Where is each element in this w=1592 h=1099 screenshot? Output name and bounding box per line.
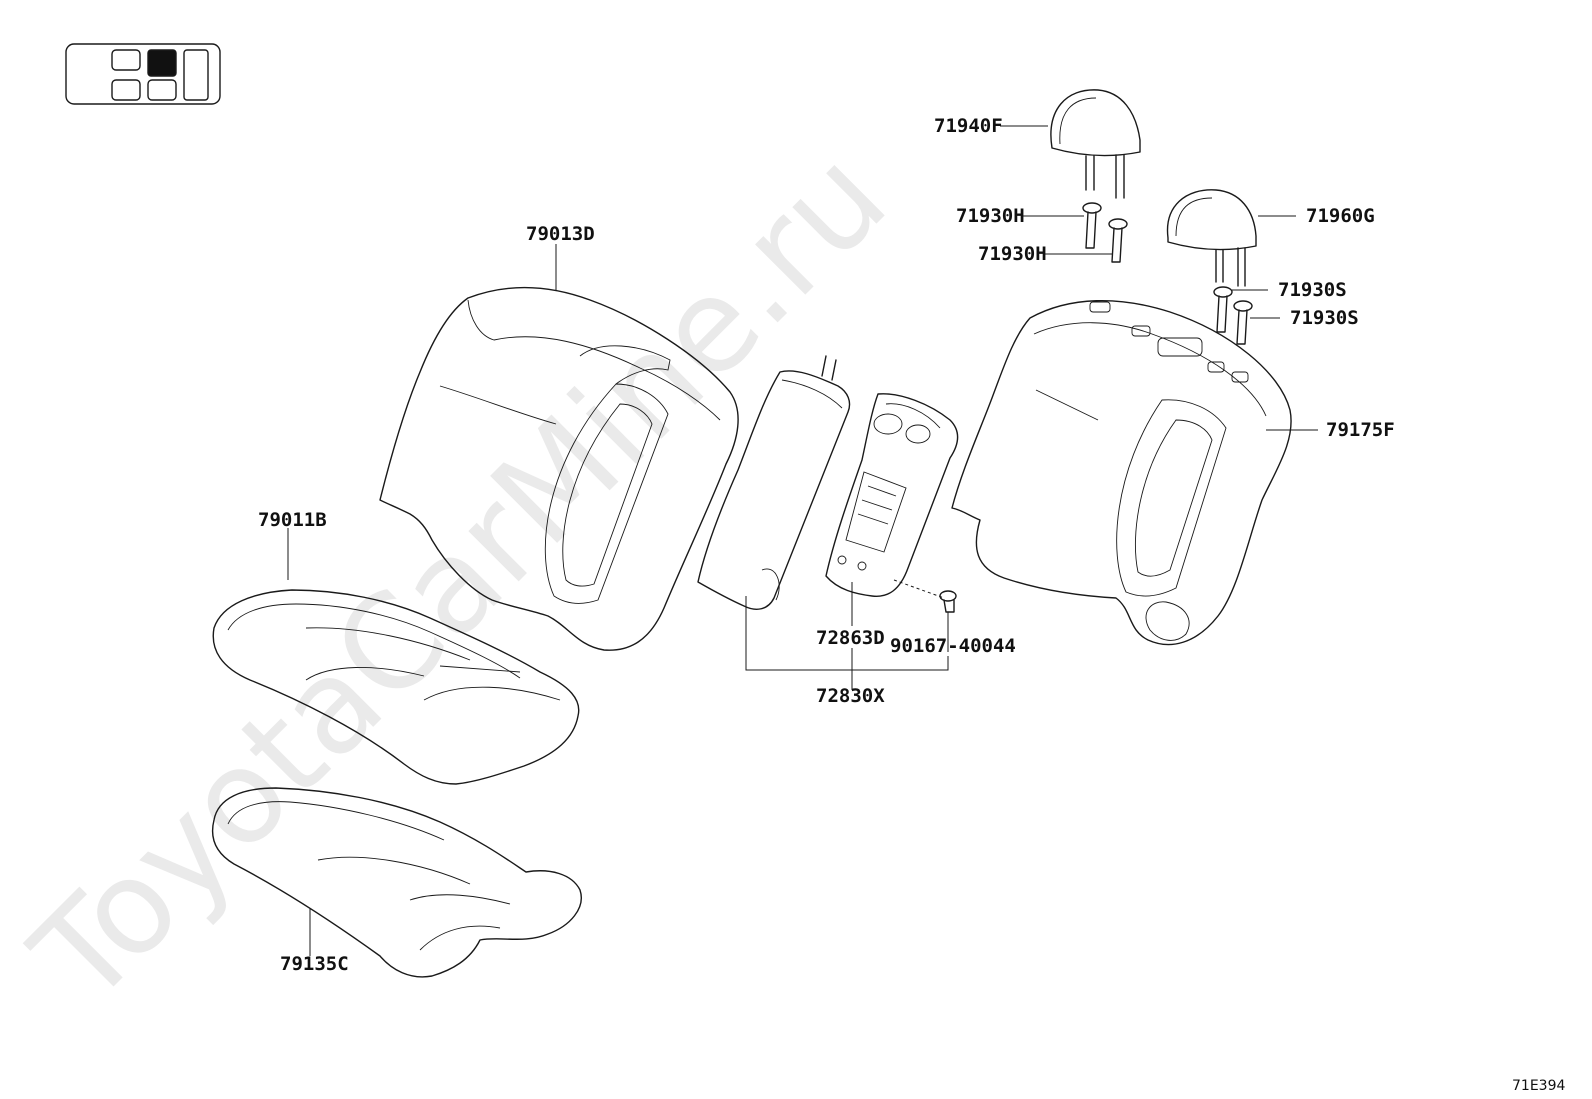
part-label-72830X[interactable]: 72830X xyxy=(816,685,885,707)
part-label-71930H-b[interactable]: 71930H xyxy=(978,243,1047,265)
part-label-71960G[interactable]: 71960G xyxy=(1306,205,1375,227)
bolt-drawing xyxy=(893,579,957,613)
cushion-pad-drawing xyxy=(211,787,582,978)
headrest-support-71930S-a xyxy=(1213,286,1233,333)
headrest-support-71930H-b xyxy=(1108,218,1128,263)
part-label-72863D[interactable]: 72863D xyxy=(816,627,885,649)
armrest-drawing xyxy=(697,355,851,610)
part-label-90167-40044[interactable]: 90167-40044 xyxy=(890,635,1016,657)
headrest-right-drawing xyxy=(1166,189,1257,287)
headrest-support-71930S-b xyxy=(1233,300,1253,345)
part-label-79135C[interactable]: 79135C xyxy=(280,953,349,975)
armrest-hinge-drawing xyxy=(825,393,959,597)
part-label-71940F[interactable]: 71940F xyxy=(934,115,1003,137)
part-label-71930S-a[interactable]: 71930S xyxy=(1278,279,1347,301)
part-label-71930H-a[interactable]: 71930H xyxy=(956,205,1025,227)
diagram-code: 71E394 xyxy=(1512,1078,1565,1094)
part-label-79011B[interactable]: 79011B xyxy=(258,509,327,531)
part-label-79013D[interactable]: 79013D xyxy=(526,223,595,245)
leader-lines xyxy=(287,125,1318,956)
seat-location-locator-icon xyxy=(65,43,221,105)
part-label-71930S-b[interactable]: 71930S xyxy=(1290,307,1359,329)
headrest-support-71930H-a xyxy=(1082,202,1102,249)
part-label-79175F[interactable]: 79175F xyxy=(1326,419,1395,441)
watermark-text: ToyotaCarMine.ru xyxy=(4,121,915,1032)
headrest-left-drawing xyxy=(1050,89,1141,199)
seatback-left-drawing xyxy=(379,286,739,651)
seat-cushion-drawing xyxy=(212,589,580,785)
seatback-right-drawing xyxy=(951,299,1292,646)
